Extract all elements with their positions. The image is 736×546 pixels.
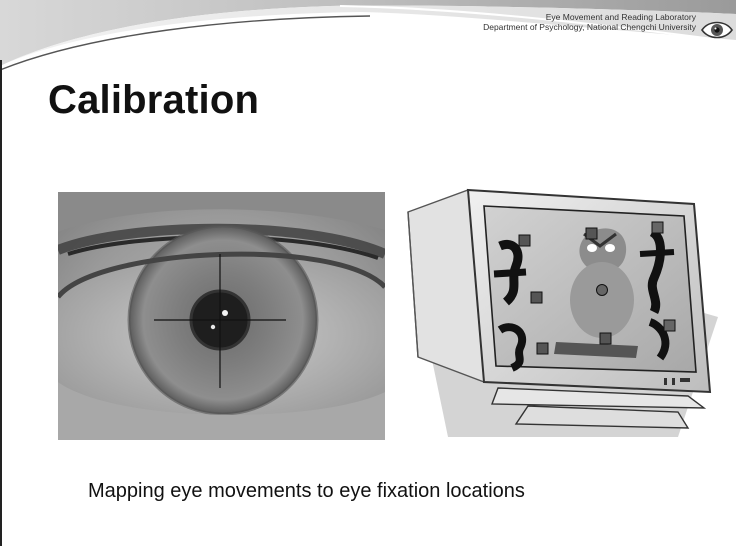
- lab-name: Eye Movement and Reading Laboratory: [545, 12, 696, 22]
- eye-logo-icon: [701, 21, 733, 39]
- header-swoosh: [0, 0, 736, 71]
- slide-caption: Mapping eye movements to eye fixation lo…: [88, 480, 525, 502]
- eye-closeup-image: [58, 192, 385, 440]
- crt-monitor-image: [407, 188, 718, 437]
- slide-title: Calibration: [48, 78, 260, 122]
- left-border-line: [0, 60, 2, 546]
- lab-header-text: Eye Movement and Reading Laboratory Depa…: [483, 12, 696, 32]
- department-name: Department of Psychology, National Cheng…: [483, 21, 696, 32]
